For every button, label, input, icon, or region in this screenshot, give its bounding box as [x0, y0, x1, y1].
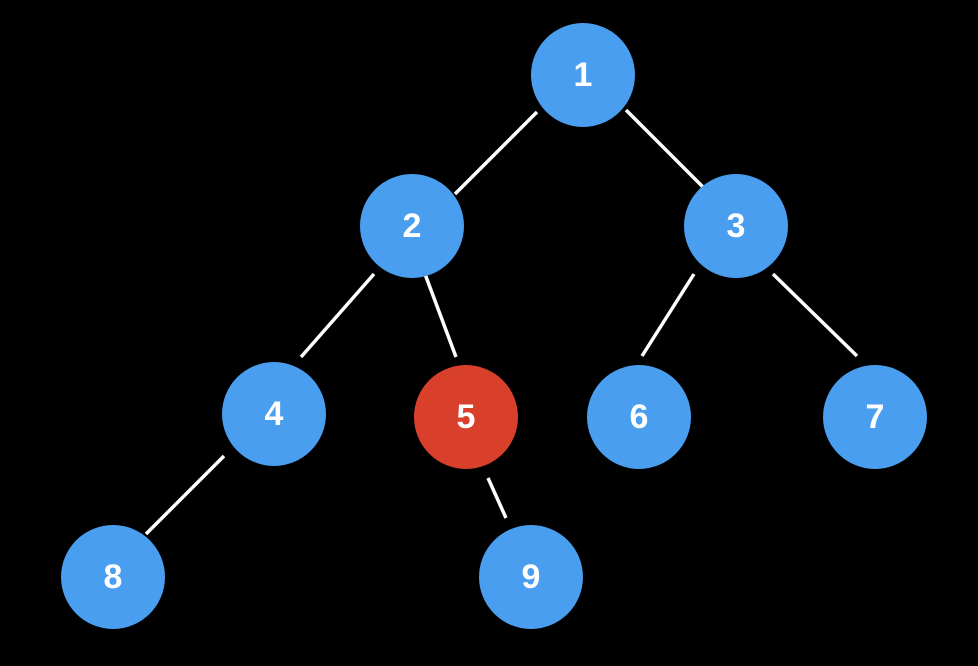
tree-node: 2 [360, 174, 464, 278]
tree-node: 8 [61, 525, 165, 629]
tree-node: 6 [587, 365, 691, 469]
edge-2-4 [299, 272, 376, 359]
node-circle [61, 525, 165, 629]
node-circle [479, 525, 583, 629]
node-label: 9 [522, 558, 541, 596]
node-label: 5 [457, 398, 476, 436]
tree-node: 7 [823, 365, 927, 469]
node-label: 6 [630, 398, 649, 436]
tree-node: 3 [684, 174, 788, 278]
node-label: 2 [403, 207, 422, 245]
node-circle [587, 365, 691, 469]
edge-3-7 [771, 272, 859, 358]
tree-node: 9 [479, 525, 583, 629]
node-circle [222, 362, 326, 466]
tree-node: 1 [531, 23, 635, 127]
node-circle [360, 174, 464, 278]
edge-1-2 [453, 110, 539, 196]
node-label: 1 [574, 56, 593, 94]
node-circle [414, 365, 518, 469]
node-label: 4 [265, 395, 284, 433]
tree-edges [144, 108, 859, 536]
node-circle [823, 365, 927, 469]
tree-node: 4 [222, 362, 326, 466]
edge-3-6 [640, 273, 696, 357]
node-circle [684, 174, 788, 278]
node-circle [531, 23, 635, 127]
edge-5-9 [486, 477, 508, 519]
edge-1-3 [624, 108, 710, 194]
node-label: 8 [104, 558, 123, 596]
tree-nodes: 1 2 3 4 5 6 7 8 [61, 23, 927, 629]
edge-2-5 [423, 273, 458, 358]
tree-node-highlighted: 5 [414, 365, 518, 469]
node-label: 3 [727, 207, 746, 245]
edge-4-8 [144, 454, 226, 536]
node-label: 7 [866, 398, 885, 436]
